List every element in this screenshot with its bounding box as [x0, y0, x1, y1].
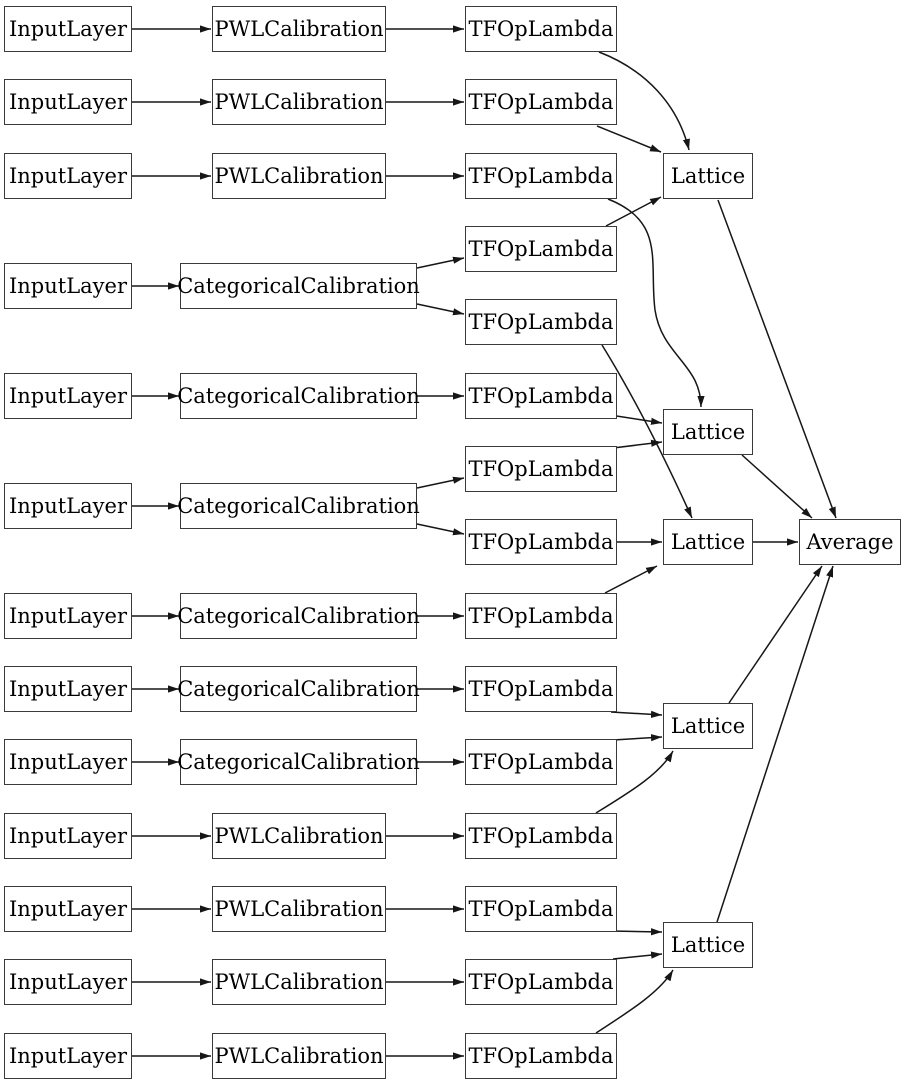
node-lattice-3: Lattice [663, 519, 753, 565]
edge-lambda-11-lattice-4 [612, 734, 663, 742]
edge-lambda-14-lattice-5 [612, 951, 663, 960]
edge-lambda-3-lattice-2 [607, 198, 705, 408]
node-input-6: InputLayer [4, 483, 132, 529]
node-input-9: InputLayer [4, 739, 132, 785]
node-input-3: InputLayer [4, 153, 132, 199]
node-pwl-4: PWLCalibration [212, 813, 386, 859]
node-lambda-4: TFOpLambda [465, 226, 617, 272]
node-lambda-13: TFOpLambda [465, 886, 617, 932]
node-input-12: InputLayer [4, 959, 132, 1005]
node-lambda-5: TFOpLambda [465, 299, 617, 345]
node-input-13: InputLayer [4, 1033, 132, 1079]
edge-lattice-2-average [741, 454, 813, 519]
node-lambda-15: TFOpLambda [465, 1033, 617, 1079]
node-lambda-3: TFOpLambda [465, 153, 617, 199]
edge-lambda-4-lattice-1 [605, 196, 662, 227]
edge-lambda-6-lattice-2 [609, 414, 663, 425]
edge-catcal-1-lambda-5 [416, 303, 465, 316]
node-pwl-1: PWLCalibration [212, 6, 386, 52]
node-lambda-1: TFOpLambda [465, 6, 617, 52]
edge-lambda-13-lattice-5 [610, 928, 663, 936]
node-input-8: InputLayer [4, 666, 132, 712]
node-catcal-3: CategoricalCalibration [177, 483, 420, 529]
edge-lambda-10-lattice-4 [610, 710, 663, 718]
edge-lambda-5-lattice-3 [601, 344, 693, 519]
edge-lambda-12-lattice-4 [595, 750, 674, 814]
node-pwl-7: PWLCalibration [212, 1033, 386, 1079]
node-input-5: InputLayer [4, 373, 132, 419]
node-lattice-1: Lattice [663, 153, 753, 199]
edge-lattice-4-average [728, 565, 823, 704]
node-lambda-14: TFOpLambda [465, 959, 617, 1005]
node-catcal-4: CategoricalCalibration [177, 593, 420, 639]
node-lattice-2: Lattice [663, 409, 753, 455]
node-lambda-2: TFOpLambda [465, 79, 617, 125]
node-input-1: InputLayer [4, 6, 132, 52]
node-lambda-7: TFOpLambda [465, 446, 617, 492]
node-input-10: InputLayer [4, 813, 132, 859]
node-lattice-5: Lattice [663, 922, 753, 968]
node-input-2: InputLayer [4, 79, 132, 125]
edge-lambda-1-lattice-1 [598, 51, 690, 151]
node-lambda-10: TFOpLambda [465, 666, 617, 712]
edge-lambda-15-lattice-5 [595, 969, 674, 1034]
edge-lattice-1-average [717, 199, 837, 519]
node-lambda-8: TFOpLambda [465, 519, 617, 565]
edge-lambda-9-lattice-3 [604, 565, 658, 594]
node-input-11: InputLayer [4, 886, 132, 932]
node-catcal-6: CategoricalCalibration [177, 739, 420, 785]
node-lambda-9: TFOpLambda [465, 593, 617, 639]
edge-catcal-1-lambda-4 [416, 256, 465, 269]
node-catcal-5: CategoricalCalibration [177, 666, 420, 712]
node-input-4: InputLayer [4, 263, 132, 309]
edge-lambda-7-lattice-2 [612, 439, 663, 449]
node-pwl-2: PWLCalibration [212, 79, 386, 125]
node-pwl-3: PWLCalibration [212, 153, 386, 199]
node-input-7: InputLayer [4, 593, 132, 639]
node-pwl-6: PWLCalibration [212, 959, 386, 1005]
node-lattice-4: Lattice [663, 703, 753, 749]
edge-catcal-3-lambda-8 [416, 523, 465, 536]
edge-catcal-3-lambda-7 [416, 476, 465, 489]
node-lambda-11: TFOpLambda [465, 739, 617, 785]
node-average: Average [799, 519, 901, 565]
node-catcal-2: CategoricalCalibration [177, 373, 420, 419]
node-catcal-1: CategoricalCalibration [177, 263, 420, 309]
edge-lambda-2-lattice-1 [596, 125, 662, 153]
node-lambda-6: TFOpLambda [465, 373, 617, 419]
node-pwl-5: PWLCalibration [212, 886, 386, 932]
edge-lattice-5-average [716, 565, 834, 923]
node-lambda-12: TFOpLambda [465, 813, 617, 859]
